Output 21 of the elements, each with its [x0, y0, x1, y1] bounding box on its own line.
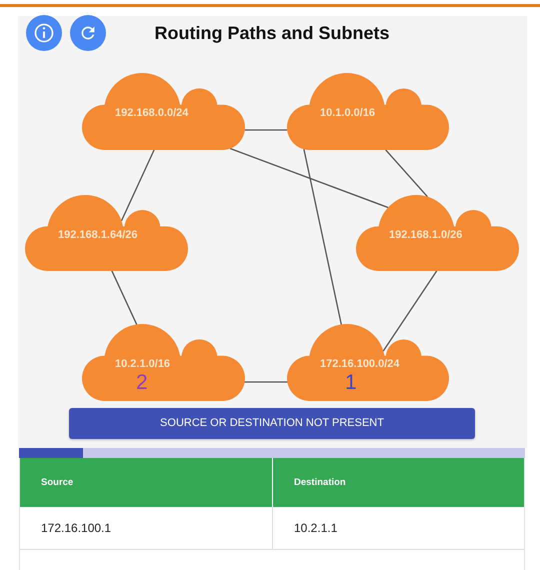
subnet-label: 10.1.0.0/16 [320, 106, 376, 120]
subnet-label: 172.16.100.0/24 [320, 357, 400, 371]
subnet-label: 192.168.0.0/24 [115, 106, 188, 120]
step-number: 2 [136, 372, 148, 394]
step-number: 1 [345, 372, 357, 394]
status-button: SOURCE OR DESTINATION NOT PRESENT [69, 408, 475, 439]
connector-line [111, 270, 138, 325]
connector-line [385, 150, 428, 198]
table-cell: 172.16.100.1 [20, 507, 273, 550]
connector-line [244, 381, 288, 383]
connector-line [382, 270, 438, 352]
subnet-label: 192.168.1.64/26 [58, 228, 138, 242]
connector-line [244, 129, 288, 131]
connector-line [230, 148, 388, 208]
subnet-label: 10.2.1.0/16 [115, 357, 170, 371]
column-header: Source [20, 458, 272, 507]
diagram-title: Routing Paths and Subnets [154, 22, 390, 44]
column-header: Destination [273, 458, 524, 507]
connector-line [303, 149, 342, 325]
subnet-label: 192.168.1.0/26 [389, 228, 462, 242]
connector-line [120, 150, 155, 222]
